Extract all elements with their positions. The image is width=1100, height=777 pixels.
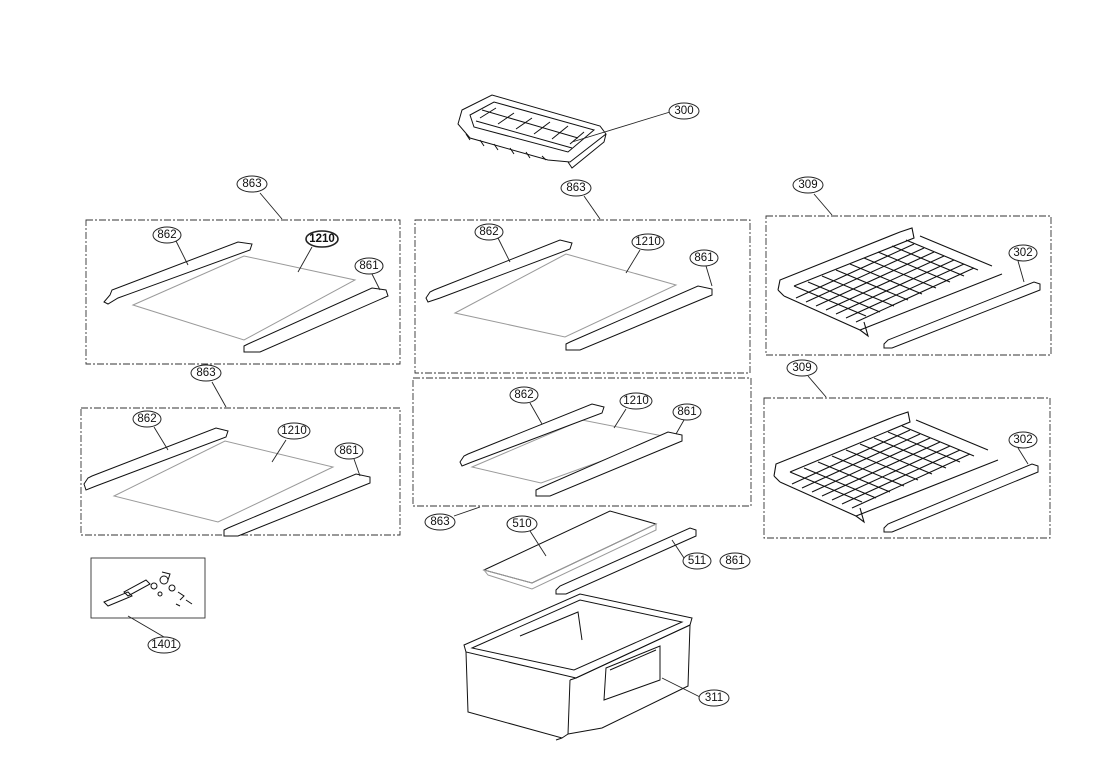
- callout-311: 311: [698, 689, 730, 707]
- callout-863-c-label: 863: [196, 367, 215, 379]
- callout-1401: 1401: [147, 636, 181, 654]
- ice-tray: [457, 94, 607, 169]
- callout-863-b-label: 863: [566, 182, 585, 194]
- callout-1210-d-label: 1210: [623, 395, 649, 407]
- shelf-assembly-box-b: [414, 219, 751, 374]
- callout-510: 510: [506, 515, 538, 533]
- crisper-cover-frame: [555, 527, 697, 595]
- callout-1210-d: 1210: [619, 392, 653, 410]
- front-trim-d: [535, 431, 683, 497]
- parts-kit-box: [90, 557, 206, 619]
- wire-trim-top: [883, 281, 1041, 349]
- wire-shelf-box-bottom: [763, 397, 1051, 539]
- callout-311-label: 311: [705, 692, 723, 704]
- callout-861-c-label: 861: [339, 445, 358, 457]
- callout-1210-b: 1210: [631, 233, 665, 251]
- callout-862-b-label: 862: [479, 226, 498, 238]
- callout-862-c-label: 862: [137, 413, 156, 425]
- crisper-drawer: [463, 593, 693, 741]
- wire-trim-bottom: [883, 463, 1039, 533]
- front-trim-b: [565, 285, 713, 351]
- callout-863-d: 863: [424, 513, 456, 531]
- callout-1210-c: 1210: [277, 422, 311, 440]
- callout-863-b: 863: [560, 179, 592, 197]
- callout-862-c: 862: [132, 410, 162, 428]
- callout-863-a: 863: [236, 175, 268, 193]
- callout-1210-a-label: 1210: [309, 233, 335, 245]
- callout-511-label: 511: [688, 555, 706, 567]
- callout-861-crisper: 861: [719, 552, 751, 570]
- callout-862-d: 862: [509, 386, 539, 404]
- shelf-assembly-box-a: [85, 219, 401, 365]
- parts-kit: [103, 571, 193, 607]
- callout-302-bottom: 302: [1008, 431, 1038, 449]
- callout-862-b: 862: [474, 223, 504, 241]
- shelf-glass-a: [131, 255, 357, 341]
- callout-309-bottom-label: 309: [792, 362, 811, 374]
- wire-shelf-top: [777, 227, 1003, 338]
- callout-863-d-label: 863: [430, 516, 449, 528]
- rear-trim-a: [103, 241, 253, 305]
- callout-863-a-label: 863: [242, 178, 261, 190]
- callout-1210-b-label: 1210: [635, 236, 661, 248]
- callout-861-d: 861: [672, 403, 702, 421]
- crisper-cover-glass: [482, 510, 658, 590]
- callout-1401-label: 1401: [151, 639, 177, 651]
- callout-510-label: 510: [512, 518, 531, 530]
- shelf-assembly-box-d: [412, 377, 752, 507]
- callout-861-a-label: 861: [359, 260, 378, 272]
- callout-309-bottom: 309: [786, 359, 818, 377]
- rear-trim-c: [83, 427, 229, 491]
- wire-shelf-bottom: [773, 411, 999, 524]
- callout-302-top: 302: [1008, 244, 1038, 262]
- callout-511: 511: [682, 552, 712, 570]
- callout-302-top-label: 302: [1013, 247, 1032, 259]
- callout-300: 300: [668, 102, 700, 120]
- front-trim-c: [223, 473, 371, 537]
- shelf-assembly-box-c: [80, 407, 401, 536]
- rear-trim-b: [425, 239, 573, 303]
- callout-861-crisper-label: 861: [725, 555, 744, 567]
- callout-302-bottom-label: 302: [1013, 434, 1032, 446]
- callout-309-top: 309: [792, 176, 824, 194]
- callout-863-c: 863: [190, 364, 222, 382]
- callout-862-a-label: 862: [157, 229, 176, 241]
- callout-1210-a: 1210: [305, 230, 339, 248]
- callout-861-c: 861: [334, 442, 364, 460]
- callout-861-d-label: 861: [677, 406, 696, 418]
- wire-shelf-box-top: [765, 215, 1052, 356]
- front-trim-a: [243, 287, 389, 353]
- callout-300-label: 300: [674, 105, 693, 117]
- callout-1210-c-label: 1210: [281, 425, 307, 437]
- callout-861-b: 861: [689, 249, 719, 267]
- callout-862-a: 862: [152, 226, 182, 244]
- shelf-glass-b: [453, 253, 678, 338]
- callout-862-d-label: 862: [514, 389, 533, 401]
- shelf-glass-c: [112, 440, 335, 523]
- rear-trim-d: [459, 403, 605, 467]
- callout-861-a: 861: [354, 257, 384, 275]
- callout-309-top-label: 309: [798, 179, 817, 191]
- callout-861-b-label: 861: [694, 252, 713, 264]
